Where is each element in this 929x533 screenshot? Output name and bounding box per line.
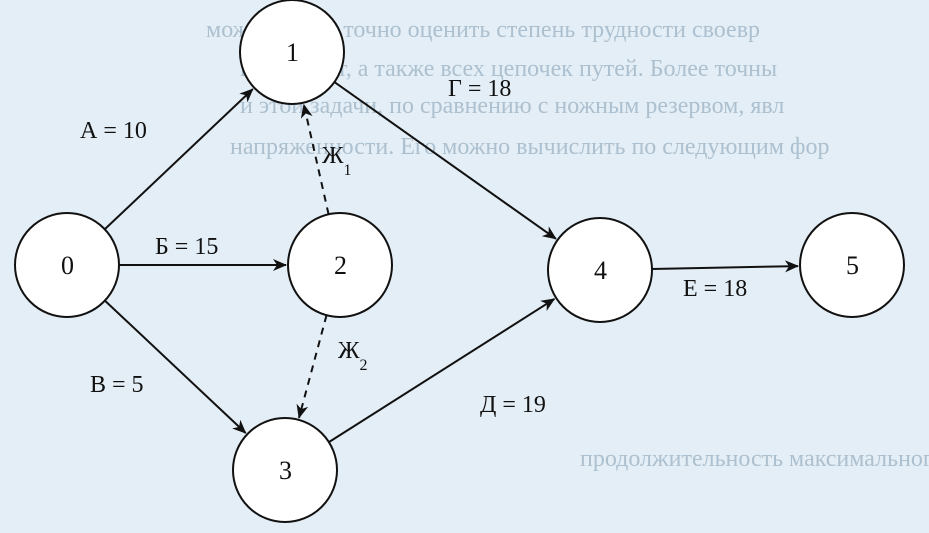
node-5	[799, 212, 905, 318]
edge-arrow-3-4	[328, 298, 556, 443]
background-text-line: напряженности. Его можно вычислить по сл…	[230, 134, 829, 160]
node-2	[287, 212, 393, 318]
node-label-0: 0	[61, 251, 74, 280]
edge-arrow-0-3	[104, 299, 247, 434]
background-text-line: и этой задачи, по сравнению с ножным рез…	[240, 93, 784, 119]
edge-arrow-4-5	[651, 260, 800, 273]
background-text: можно более точно оценить степень трудно…	[206, 17, 929, 472]
node-label-4: 4	[594, 256, 607, 285]
background-text-line: продолжительность максимального пути, пр…	[580, 446, 929, 472]
edge-label-1-4: Г = 18	[448, 76, 511, 102]
edge-label-4-5: Е = 18	[683, 276, 747, 302]
nodes: 0 1 2 3 4 5	[14, 0, 905, 523]
edge-label-0-3: В = 5	[90, 372, 144, 398]
edge-arrow-2-1	[300, 103, 330, 215]
edge-label-3-4: Д = 19	[480, 392, 546, 418]
edge-label-0-2: Б = 15	[155, 234, 218, 260]
edge-arrow-1-4	[333, 81, 557, 240]
edge-label-subscript: 1	[344, 162, 352, 179]
node-label-1: 1	[286, 38, 299, 67]
edge-label-subscript: 2	[360, 357, 368, 374]
edge-label-0-1: А = 10	[80, 118, 147, 144]
node-1	[239, 0, 345, 105]
node-3	[232, 417, 338, 523]
edge-label-2-3: Ж2	[338, 338, 368, 374]
node-label-2: 2	[334, 251, 347, 280]
node-0	[14, 212, 120, 318]
node-label-3: 3	[279, 456, 292, 485]
node-4	[547, 217, 653, 323]
node-label-5: 5	[846, 251, 859, 280]
edge-arrow-0-1	[104, 88, 254, 230]
edge-arrow-2-3	[296, 314, 328, 419]
